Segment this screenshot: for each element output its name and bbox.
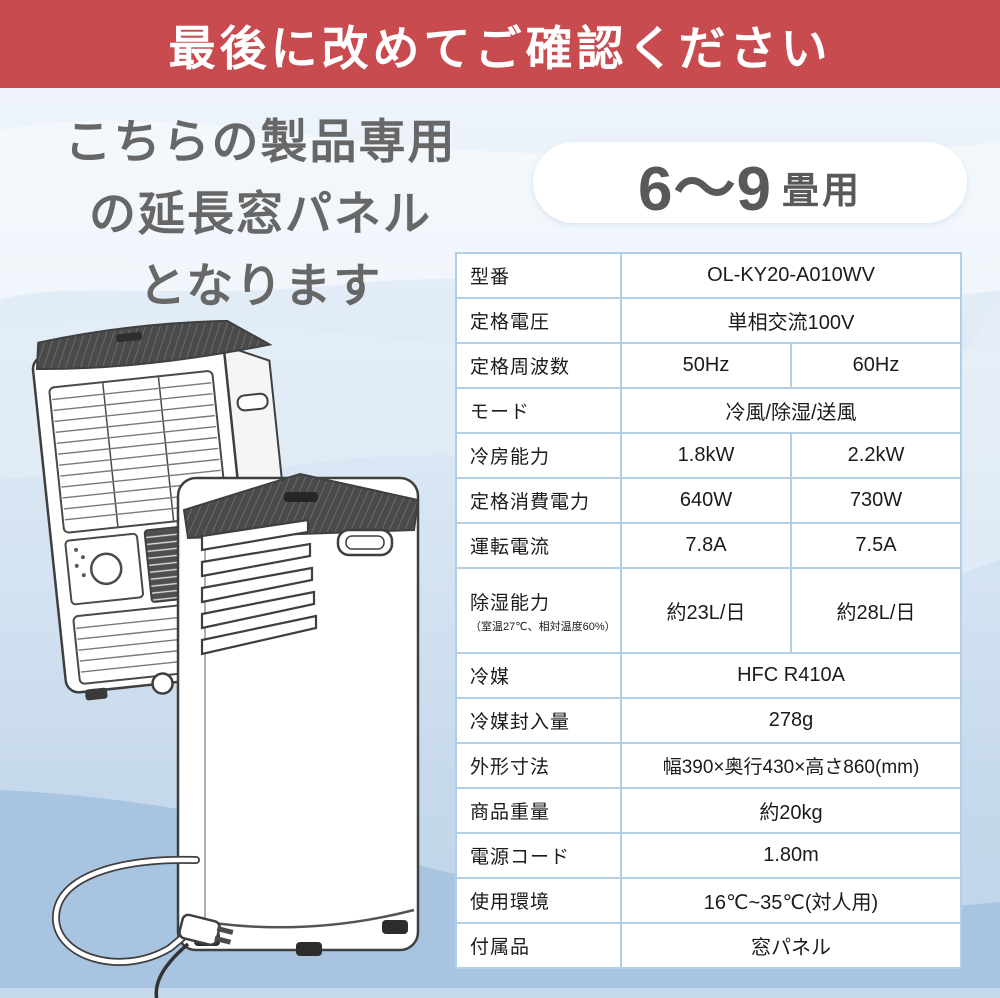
spec-label-cell: 付属品 bbox=[455, 922, 622, 969]
spec-label-cell: 型番 bbox=[455, 252, 622, 299]
spec-label-cell: 定格周波数 bbox=[455, 342, 622, 389]
badge-suffix: 畳用 bbox=[781, 169, 862, 211]
product-illustration bbox=[31, 320, 420, 998]
spec-row: 外形寸法 幅390×奥行430×高さ860(mm) bbox=[455, 742, 963, 789]
headline: こちらの製品専用 の延長窓パネル となります bbox=[8, 106, 513, 322]
spec-label-cell: モード bbox=[455, 387, 622, 434]
spec-label: 定格周波数 bbox=[470, 357, 571, 378]
spec-label-cell: 定格電圧 bbox=[455, 297, 622, 344]
spec-label: 冷媒 bbox=[470, 667, 511, 688]
spec-label: 除湿能力 bbox=[470, 592, 551, 614]
spec-row: 除湿能力 （室温27℃、相対温度60%） 約23L/日約28L/日 bbox=[455, 567, 963, 654]
exhaust-grille bbox=[143, 521, 237, 603]
tatami-size-badge: 6〜9 畳用 bbox=[533, 142, 967, 224]
spec-row: 冷媒封入量 278g bbox=[455, 697, 963, 744]
spec-label: 電源コード bbox=[470, 847, 571, 868]
spec-label: モード bbox=[470, 402, 531, 423]
spec-value-cell: 60Hz bbox=[789, 342, 963, 389]
spec-value-cell: 約20kg bbox=[619, 787, 963, 834]
top-panel bbox=[182, 472, 420, 540]
spec-label-cell: 定格消費電力 bbox=[455, 477, 622, 524]
spec-label-cell: 冷房能力 bbox=[455, 432, 622, 479]
spec-value-cell: 7.8A bbox=[620, 522, 792, 569]
spec-label-cell: 冷媒 bbox=[455, 652, 622, 699]
spec-value-cell: OL-KY20-A010WV bbox=[619, 252, 963, 299]
ground-wire bbox=[154, 942, 190, 998]
headline-line-1: こちらの製品専用 bbox=[64, 115, 457, 168]
spec-value-cell: 730W bbox=[789, 477, 963, 524]
spec-value-cell: 約28L/日 bbox=[789, 567, 963, 654]
side-handle bbox=[236, 392, 269, 412]
spec-row: 商品重量 約20kg bbox=[455, 787, 963, 834]
spec-label: 冷房能力 bbox=[470, 447, 551, 468]
spec-label-cell: 外形寸法 bbox=[455, 742, 622, 789]
spec-value-cell: 約23L/日 bbox=[620, 567, 792, 654]
spec-value-cell: 2.2kW bbox=[789, 432, 963, 479]
lower-grille bbox=[72, 598, 244, 685]
spec-row: 付属品 窓パネル bbox=[455, 922, 963, 969]
spec-value-cell: 単相交流100V bbox=[619, 297, 963, 344]
banner-title: 最後に改めてご確認ください bbox=[168, 21, 832, 75]
header-banner: 最後に改めてご確認ください bbox=[0, 0, 1000, 88]
spec-label-cell: 商品重量 bbox=[455, 787, 622, 834]
headline-line-2: の延長窓パネル bbox=[89, 187, 432, 240]
spec-value-cell: 640W bbox=[620, 477, 792, 524]
spec-value-cell: 7.5A bbox=[789, 522, 963, 569]
power-cord bbox=[51, 855, 234, 998]
spec-value-cell: 冷風/除湿/送風 bbox=[619, 387, 963, 434]
spec-row: 使用環境 16℃~35℃(対人用) bbox=[455, 877, 963, 924]
spec-row: 冷媒 HFC R410A bbox=[455, 652, 963, 699]
spec-value-cell: 50Hz bbox=[620, 342, 792, 389]
spec-label: 冷媒封入量 bbox=[470, 712, 571, 733]
drain-knob bbox=[151, 672, 174, 695]
spec-row: モード 冷風/除湿/送風 bbox=[455, 387, 963, 434]
spec-label: 付属品 bbox=[470, 937, 531, 958]
spec-value-cell: HFC R410A bbox=[619, 652, 963, 699]
dial bbox=[89, 552, 123, 586]
ac-back-view bbox=[31, 320, 304, 701]
top-vent bbox=[35, 320, 273, 370]
spec-label: 定格電圧 bbox=[470, 312, 551, 333]
spec-label: 型番 bbox=[470, 267, 511, 288]
spec-value-cell: 16℃~35℃(対人用) bbox=[619, 877, 963, 924]
spec-label: 外形寸法 bbox=[470, 757, 551, 778]
spec-label-cell: 除湿能力 （室温27℃、相対温度60%） bbox=[455, 567, 622, 654]
louvers bbox=[200, 518, 318, 656]
ac-front-view bbox=[176, 472, 420, 956]
spec-value-cell: 窓パネル bbox=[619, 922, 963, 969]
spec-label-cell: 冷媒封入量 bbox=[455, 697, 622, 744]
spec-label-cell: 運転電流 bbox=[455, 522, 622, 569]
side-handle bbox=[336, 528, 394, 557]
bottom-strip bbox=[0, 988, 1000, 998]
spec-label: 運転電流 bbox=[470, 537, 551, 558]
plug-icon bbox=[178, 913, 234, 947]
spec-row: 型番 OL-KY20-A010WV bbox=[455, 252, 963, 299]
spec-label-cell: 使用環境 bbox=[455, 877, 622, 924]
spec-value-cell: 1.8kW bbox=[620, 432, 792, 479]
spec-label: 定格消費電力 bbox=[470, 492, 591, 513]
spec-row: 定格電圧 単相交流100V bbox=[455, 297, 963, 344]
spec-row: 電源コード 1.80m bbox=[455, 832, 963, 879]
control-panel bbox=[64, 532, 144, 606]
spec-value-cell: 278g bbox=[619, 697, 963, 744]
badge-range: 6〜9 bbox=[638, 154, 772, 224]
spec-label-cell: 電源コード bbox=[455, 832, 622, 879]
spec-value-cell: 1.80m bbox=[619, 832, 963, 879]
spec-value-cell: 幅390×奥行430×高さ860(mm) bbox=[619, 742, 963, 789]
upper-grille bbox=[48, 370, 228, 534]
spec-sublabel: （室温27℃、相対温度60%） bbox=[470, 620, 616, 633]
spec-label: 使用環境 bbox=[470, 892, 551, 913]
base-trim bbox=[181, 908, 415, 929]
top-handle-slot bbox=[284, 492, 318, 502]
headline-line-3: となります bbox=[138, 259, 383, 312]
spec-label: 商品重量 bbox=[470, 802, 551, 823]
